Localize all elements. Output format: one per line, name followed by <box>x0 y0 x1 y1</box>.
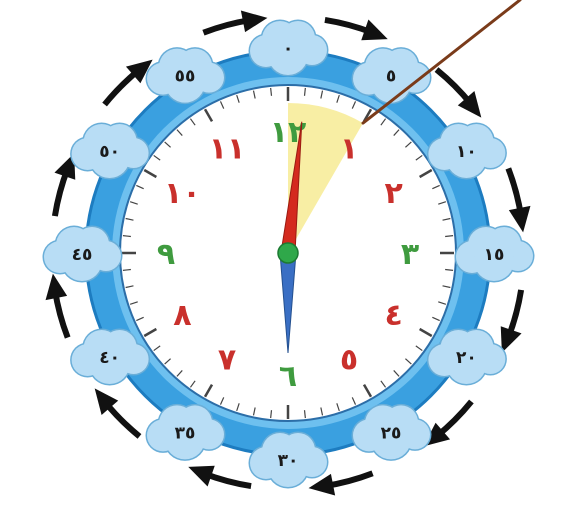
hour-numeral: ١٠ <box>164 176 201 211</box>
minute-cloud-label: ٥٠ <box>99 142 120 162</box>
minute-cloud-label: ٣٠ <box>278 451 299 471</box>
minute-cloud-label: ٢٥ <box>381 423 402 443</box>
minute-cloud-label: ٢٠ <box>456 348 477 368</box>
minute-cloud-label: ٥ <box>386 67 396 87</box>
hour-numeral: ٥ <box>340 343 358 378</box>
tick-mark <box>271 410 272 418</box>
clock-center-cap <box>278 243 298 263</box>
tick-mark <box>445 270 453 271</box>
hour-numeral: ٨ <box>173 298 191 333</box>
minute-cloud-label: ٠ <box>283 39 293 59</box>
tick-mark <box>445 236 453 237</box>
tick-mark <box>305 410 306 418</box>
hour-numeral: ٧ <box>218 343 236 378</box>
hour-numeral: ٦ <box>279 359 297 394</box>
clockwise-arrow-head <box>188 466 214 487</box>
minute-cloud-label: ١٥ <box>484 245 505 265</box>
minute-cloud-label: ٤٠ <box>99 348 120 368</box>
hour-numeral: ١ <box>340 131 358 166</box>
hour-numeral: ٩ <box>157 237 175 272</box>
clockwise-arrow-head <box>361 19 387 40</box>
hour-numeral: ٣ <box>401 237 419 272</box>
clockwise-arrow-head <box>501 326 522 352</box>
minute-cloud-label: ٥٥ <box>175 67 196 87</box>
tick-mark <box>305 88 306 96</box>
hour-numeral: ٤ <box>384 298 402 333</box>
minute-cloud-label: ٣٥ <box>175 423 196 443</box>
clockwise-arrow-head <box>46 274 68 301</box>
hour-numeral: ١١ <box>209 131 246 166</box>
tick-mark <box>123 236 131 237</box>
hour-numeral: ٢ <box>384 176 402 211</box>
tick-mark <box>123 270 131 271</box>
tick-mark <box>271 88 272 96</box>
minute-cloud-label: ١٠ <box>456 142 477 162</box>
minute-cloud-label: ٤٥ <box>72 245 93 265</box>
